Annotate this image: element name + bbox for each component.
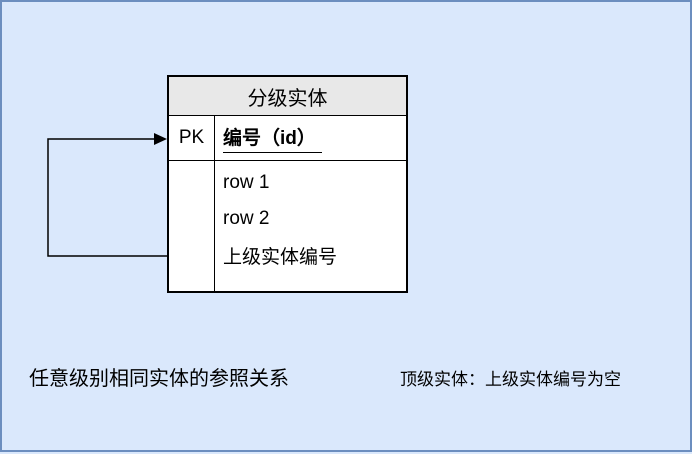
- pk-key-cell: PK: [169, 116, 215, 160]
- entity-fields: row 1 row 2 上级实体编号: [215, 161, 406, 291]
- entity-title: 分级实体: [169, 77, 406, 116]
- self-reference-arrow-line: [47, 138, 167, 257]
- pk-field-cell: 编号（id）: [215, 116, 406, 160]
- entity-row: row 1: [223, 172, 270, 193]
- entity-row: row 2: [223, 208, 270, 229]
- caption-top-entity-note: 顶级实体：上级实体编号为空: [400, 370, 621, 389]
- entity-key-column: [169, 161, 215, 291]
- entity-row: 上级实体编号: [223, 246, 338, 268]
- entity-body: row 1 row 2 上级实体编号: [169, 161, 406, 291]
- caption-reference-relation: 任意级别相同实体的参照关系: [29, 368, 289, 390]
- entity-pk-row: PK 编号（id）: [169, 116, 406, 161]
- pk-field-name: 编号（id）: [223, 123, 322, 153]
- arrowhead-icon: [154, 133, 167, 145]
- entity-table: 分级实体 PK 编号（id） row 1 row 2 上级实体编号: [167, 75, 408, 293]
